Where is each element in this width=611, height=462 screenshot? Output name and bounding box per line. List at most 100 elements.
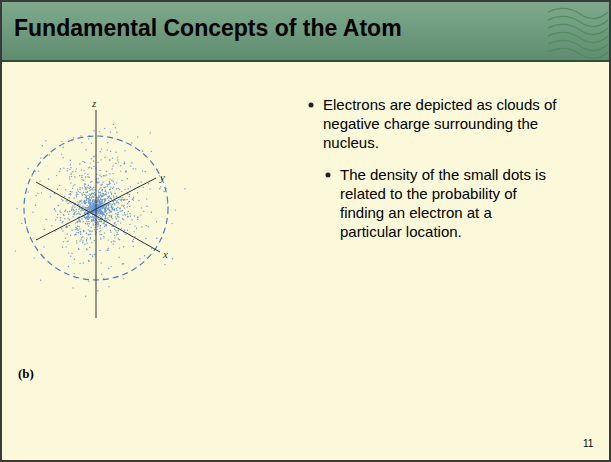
cloud-dot: [111, 241, 112, 242]
cloud-dot: [88, 198, 89, 199]
cloud-dot: [84, 200, 85, 201]
cloud-dot: [85, 201, 86, 202]
cloud-dot: [90, 200, 91, 201]
cloud-dot: [88, 260, 89, 261]
cloud-dot: [105, 205, 106, 206]
cloud-dot: [118, 238, 119, 239]
cloud-dot: [120, 170, 121, 171]
cloud-dot: [101, 211, 102, 212]
cloud-dot: [88, 202, 89, 203]
cloud-dot: [105, 198, 106, 199]
cloud-dot: [101, 221, 102, 222]
cloud-dot: [87, 209, 88, 210]
cloud-dot: [156, 238, 157, 239]
cloud-dot: [115, 224, 116, 225]
cloud-dot: [124, 150, 125, 151]
cloud-dot: [97, 229, 98, 230]
cloud-dot: [92, 204, 93, 205]
cloud-dot: [65, 189, 66, 190]
cloud-dot: [97, 224, 98, 225]
cloud-dot: [134, 225, 135, 226]
cloud-dot: [100, 237, 101, 238]
slide-title: Fundamental Concepts of the Atom: [14, 15, 402, 42]
cloud-dot: [64, 211, 65, 212]
cloud-dot: [123, 205, 124, 206]
cloud-dot: [82, 205, 83, 206]
cloud-dot: [67, 226, 68, 227]
cloud-dot: [84, 244, 85, 245]
cloud-dot: [138, 200, 139, 201]
cloud-dot: [97, 210, 98, 211]
cloud-dot: [72, 230, 73, 231]
cloud-dot: [66, 225, 67, 226]
cloud-dot: [111, 194, 112, 195]
cloud-dot: [117, 212, 118, 213]
cloud-dot: [92, 216, 93, 217]
cloud-dot: [75, 222, 76, 223]
cloud-dot: [63, 157, 64, 158]
cloud-dot: [75, 234, 76, 235]
cloud-dot: [87, 223, 88, 224]
cloud-dot: [87, 176, 88, 177]
cloud-dot: [110, 131, 111, 132]
cloud-dot: [39, 180, 40, 181]
cloud-dot: [90, 234, 91, 235]
cloud-dot: [79, 221, 80, 222]
cloud-dot: [116, 188, 117, 189]
cloud-dot: [68, 252, 69, 253]
cloud-dot: [76, 222, 77, 223]
cloud-dot: [72, 205, 73, 206]
cloud-dot: [129, 201, 130, 202]
cloud-dot: [37, 193, 38, 194]
cloud-dot: [114, 209, 115, 210]
cloud-dot: [93, 206, 94, 207]
cloud-dot: [86, 216, 87, 217]
cloud-dot: [32, 212, 33, 213]
cloud-dot: [89, 206, 90, 207]
cloud-dot: [105, 218, 106, 219]
cloud-dot: [85, 184, 86, 185]
cloud-dot: [119, 208, 120, 209]
cloud-dot: [114, 193, 115, 194]
cloud-dot: [105, 218, 106, 219]
cloud-dot: [80, 220, 81, 221]
cloud-dot: [93, 207, 94, 208]
cloud-dot: [93, 207, 94, 208]
cloud-dot: [101, 211, 102, 212]
cloud-dot: [40, 280, 41, 281]
cloud-dot: [94, 207, 95, 208]
cloud-dot: [97, 221, 98, 222]
cloud-dot: [114, 235, 115, 236]
cloud-dot: [113, 181, 114, 182]
cloud-dot: [78, 209, 79, 210]
cloud-dot: [105, 210, 106, 211]
cloud-dot: [104, 201, 105, 202]
cloud-dot: [102, 203, 103, 204]
cloud-dot: [89, 188, 90, 189]
cloud-dot: [108, 184, 109, 185]
cloud-dot: [108, 208, 109, 209]
cloud-dot: [89, 210, 90, 211]
cloud-dot: [89, 230, 90, 231]
cloud-dot: [138, 183, 139, 184]
cloud-dot: [104, 226, 105, 227]
cloud-dot: [99, 189, 100, 190]
cloud-dot: [128, 211, 129, 212]
cloud-dot: [101, 234, 102, 235]
cloud-dot: [85, 187, 86, 188]
cloud-dot: [80, 135, 81, 136]
cloud-dot: [83, 262, 84, 263]
cloud-dot: [109, 215, 110, 216]
cloud-dot: [119, 247, 120, 248]
cloud-dot: [79, 187, 80, 188]
cloud-dot: [98, 182, 99, 183]
cloud-dot: [98, 211, 99, 212]
cloud-dot: [121, 205, 122, 206]
cloud-dot: [107, 186, 108, 187]
cloud-dot: [79, 226, 80, 227]
cloud-dot: [100, 187, 101, 188]
cloud-dot: [102, 212, 103, 213]
cloud-dot: [102, 200, 103, 201]
cloud-dot: [123, 200, 124, 201]
cloud-dot: [97, 205, 98, 206]
